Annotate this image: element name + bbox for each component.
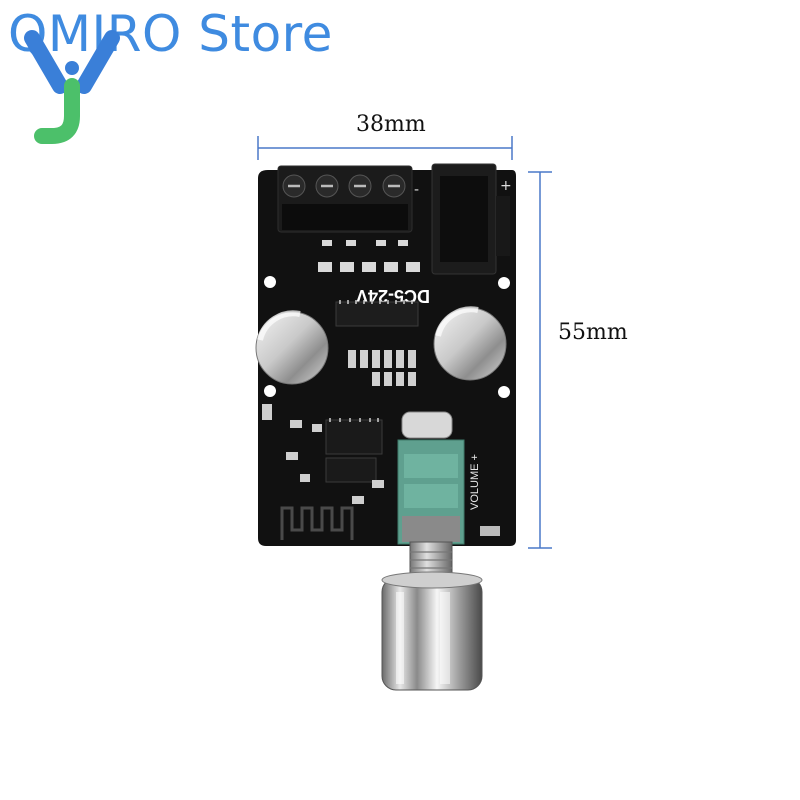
jack-plus-label: + [500,178,512,194]
store-name: QMIRO Store [8,5,333,63]
screw-terminal [277,165,413,233]
crystal-oscillator [401,411,453,439]
dc-power-jack: - + [414,163,512,275]
width-dimension-label: 38mm [356,112,426,137]
volume-label: VOLUME + [469,454,481,510]
store-logo [24,30,120,144]
capacitor-right [433,306,507,381]
bluetooth-chip [325,419,383,455]
volume-knob [381,571,483,691]
jack-minus-label: - [414,182,419,198]
amplifier-ic [335,301,419,327]
pcb-antenna [280,506,354,540]
potentiometer [397,439,465,545]
height-dimension-label: 55mm [558,320,628,345]
capacitor-left [255,310,329,385]
